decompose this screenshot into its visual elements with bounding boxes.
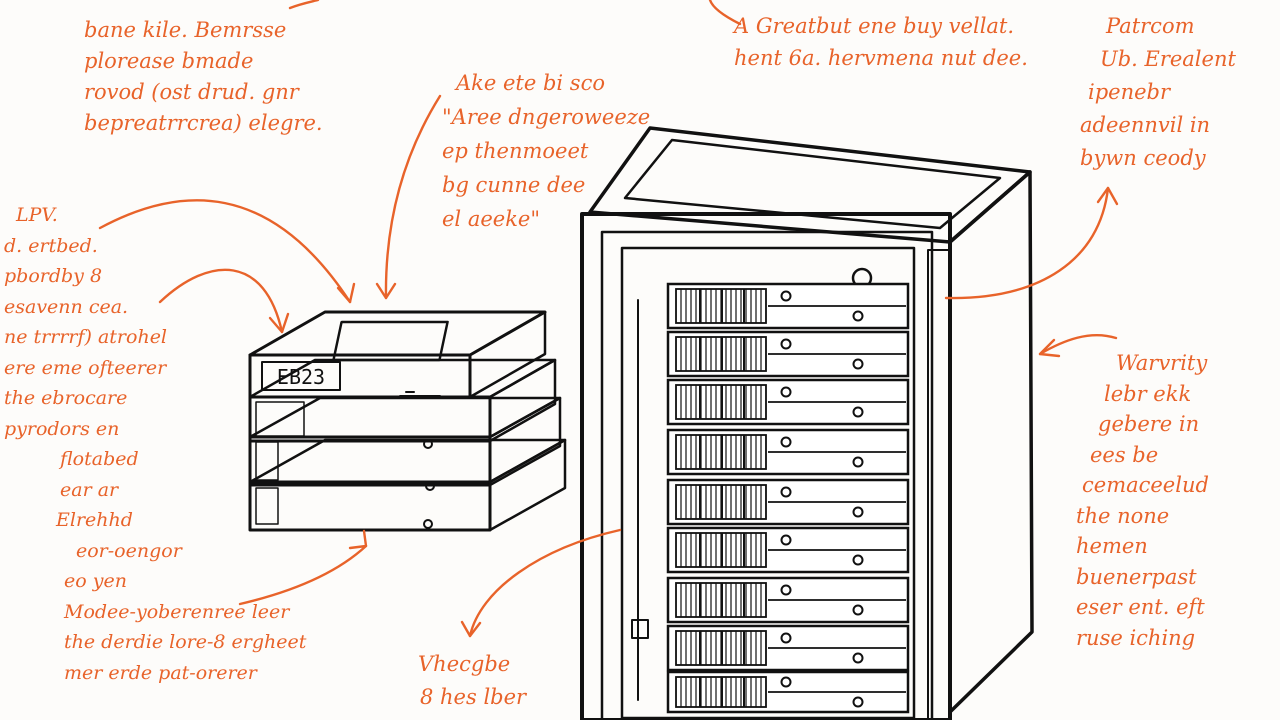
rack-unit-led: [780, 486, 792, 498]
annotation-line: eser ent. eft: [1076, 595, 1205, 619]
rack-unit: [666, 624, 910, 672]
annotation-line: ear ar: [60, 478, 119, 501]
annotation-line: pyrodors en: [4, 417, 120, 440]
annotation-right: Warvrity lebr ekk gebere in ees be cemac…: [1076, 348, 1209, 653]
rack-unit-led: [780, 584, 792, 596]
rack-unit-led: [852, 604, 864, 616]
annotation-line: flotabed: [60, 448, 139, 470]
annotation-line: Vhecgbe: [418, 652, 511, 676]
annotation-line: lebr ekk: [1104, 381, 1192, 406]
annotation-arrows: [98, 0, 1119, 638]
rack-unit-led: [780, 436, 792, 448]
drive-stack: EB23: [248, 310, 567, 532]
annotation-line: Patrcom: [1106, 14, 1195, 38]
annotation-line: Warvrity: [1116, 351, 1208, 375]
rack-unit-led: [852, 358, 864, 370]
annotation-line: d. ertbed.: [4, 234, 98, 257]
annotation-line: ne trrrrf) atrohel: [4, 326, 168, 348]
rack-unit-led: [780, 338, 792, 350]
rack-unit: [666, 576, 910, 624]
rack-unit-led: [780, 290, 792, 302]
annotation-line: mer erde pat-orerer: [64, 661, 257, 684]
annotation-bottom-center: Vhecgbe 8 hes lber: [418, 648, 526, 714]
rack-unit: [666, 478, 910, 526]
annotation-line: buenerpast: [1076, 564, 1197, 589]
annotation-line: hemen: [1076, 534, 1148, 558]
annotation-line: the derdie lore-8 ergheet: [64, 631, 307, 653]
rack-unit-led: [852, 696, 864, 708]
annotation-line: Modee-yoberenree leer: [64, 600, 290, 623]
annotation-line: Ub. Erealent: [1100, 47, 1236, 71]
annotation-line: ruse iching: [1076, 625, 1196, 650]
annotation-line: cemaceelud: [1082, 473, 1209, 497]
annotation-line: bg cunne dee: [442, 173, 586, 197]
annotation-line: bepreatrrcrea) elegre.: [84, 111, 323, 135]
annotation-line: the ebrocare: [4, 387, 128, 409]
rack-unit-led: [852, 310, 864, 322]
rack-unit-led: [852, 652, 864, 664]
rack-unit-led: [780, 676, 792, 688]
annotation-line: ere eme ofteerer: [4, 356, 167, 379]
annotation-line: bywn ceody: [1080, 146, 1206, 170]
annotation-line: eor-oengor: [76, 539, 182, 562]
server-rack: [580, 126, 1034, 720]
rack-unit: [666, 282, 910, 330]
rack-unit-led: [780, 386, 792, 398]
annotation-line: the none: [1076, 503, 1170, 528]
annotation-line: rovod (ost drud. gnr: [84, 80, 299, 104]
drive-label: EB23: [277, 365, 325, 389]
rack-unit-led: [852, 406, 864, 418]
annotation-line: 8 hes lber: [420, 685, 527, 709]
rack-unit: [666, 330, 910, 378]
annotation-line: el aeeke": [442, 207, 541, 231]
annotation-line: adeennvil in: [1080, 113, 1211, 137]
rack-unit: [666, 526, 910, 574]
rack-unit-led: [780, 534, 792, 546]
rack-unit-led: [852, 506, 864, 518]
rack-unit-led: [780, 632, 792, 644]
annotation-line: Ake ete bi sco: [456, 71, 605, 95]
drive-unit: EB23: [248, 310, 547, 399]
annotation-line: ees be: [1090, 442, 1159, 467]
annotation-line: ep thenmoeet: [442, 139, 589, 163]
rack-unit: [666, 428, 910, 476]
annotation-line: Elrehhd: [56, 509, 133, 531]
annotation-top-center: Ake ete bi sco "Aree dngeroweeze ep then…: [442, 66, 650, 236]
annotation-top-right-a: A Greatbut ene buy vellat. hent 6a. herv…: [734, 10, 1028, 74]
rack-unit-led: [852, 554, 864, 566]
annotation-line: esavenn cea.: [4, 295, 129, 318]
rack-unit: [666, 670, 910, 714]
annotation-left: LPV. d. ertbed. pbordby 8 esavenn cea. n…: [4, 200, 306, 688]
annotation-line: bane kile. Bemrsse: [84, 18, 287, 42]
annotation-line: A Greatbut ene buy vellat.: [734, 14, 1015, 38]
rack-unit: [666, 378, 910, 426]
annotation-line: hent 6a. hervmena nut dee.: [734, 46, 1028, 70]
annotation-top-right-b: Patrcom Ub. Erealent ipenebr adeennvil i…: [1080, 10, 1236, 175]
annotation-line: gebere in: [1098, 412, 1200, 436]
annotation-line: LPV.: [16, 204, 58, 226]
annotation-line: ipenebr: [1088, 80, 1171, 104]
rack-units: [666, 282, 910, 714]
annotation-top-left: bane kile. Bemrsse plorease bmade rovod …: [84, 15, 323, 139]
annotation-line: pbordby 8: [4, 265, 103, 287]
annotation-line: eo yen: [64, 570, 127, 592]
drive-unit: [248, 438, 567, 532]
rack-unit-led: [852, 456, 864, 468]
annotation-line: "Aree dngeroweeze: [442, 105, 651, 129]
annotation-line: plorease bmade: [84, 49, 254, 73]
